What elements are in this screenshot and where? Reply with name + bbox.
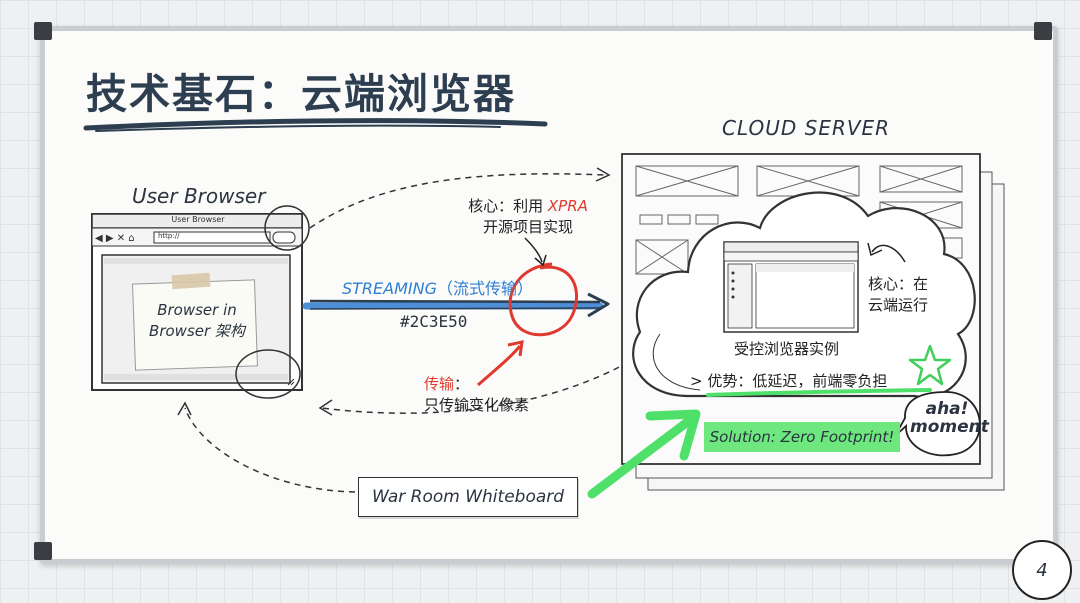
- transfer-note: 传输： 只传输变化像素: [424, 374, 529, 416]
- board-corner-top-right: [1034, 22, 1052, 40]
- green-arrow: [587, 415, 695, 499]
- green-star: [908, 344, 952, 386]
- war-room-whiteboard-label: War Room Whiteboard: [358, 477, 578, 517]
- title-underline: [83, 118, 548, 131]
- core-note-prefix: 核心：利用: [468, 197, 544, 215]
- board-corner-top-left: [34, 22, 52, 40]
- address-bar-text: http://: [158, 232, 180, 240]
- streaming-label: STREAMING（流式传输）: [342, 275, 533, 299]
- advantage-text: > 优势：低延迟，前端零负担: [690, 372, 888, 390]
- user-browser-label: User Browser: [132, 184, 266, 208]
- aha-moment-text: aha! moment: [910, 399, 989, 437]
- svg-text:◀ ▶ ✕ ⌂: ◀ ▶ ✕ ⌂: [95, 233, 135, 244]
- color-code-label: #2C3E50: [400, 312, 468, 331]
- xpra-arrow: [524, 237, 543, 263]
- transfer-note-colon: ：: [454, 375, 470, 393]
- instance-label: 受控浏览器实例: [734, 340, 840, 358]
- circle-bottom-right: [235, 349, 301, 399]
- sticky-note-text: Browser in Browser 架构: [149, 301, 245, 340]
- aha-bubble: [894, 391, 981, 457]
- streaming-label-en: STREAMING: [342, 279, 437, 298]
- dashed-arrow-to-user: [321, 299, 706, 414]
- curved-arrow-core: [871, 244, 906, 263]
- board-corner-bottom-left: [34, 542, 52, 560]
- slide-title: 技术基石：云端浏览器: [86, 70, 516, 118]
- dashed-arrow-whiteboard: [184, 407, 356, 493]
- dashed-arrow-to-cloud: [309, 173, 606, 229]
- streaming-arrow-dark: [309, 299, 601, 304]
- solution-highlight: Solution: Zero Footprint!: [704, 422, 900, 452]
- core-note-highlight: XPRA: [547, 197, 588, 215]
- red-circle: [508, 262, 578, 337]
- circle-top-right: [264, 205, 310, 251]
- cloud-side-note: 核心：在云端运行: [868, 275, 929, 314]
- core-note-suffix: 开源项目实现: [482, 218, 573, 236]
- sticky-note: [132, 272, 258, 371]
- transfer-note-highlight: 传输: [424, 375, 455, 393]
- transfer-note-line2: 只传输变化像素: [424, 396, 530, 414]
- red-arrow: [477, 345, 522, 387]
- core-note: 核心：利用 XPRA 开源项目实现: [448, 196, 608, 238]
- advantage-underline: [706, 388, 932, 397]
- page-number: 4: [1012, 540, 1072, 600]
- cloud-server-label: CLOUD SERVER: [722, 116, 891, 140]
- controlled-browser-instance: [723, 241, 859, 333]
- streaming-label-cn: （流式传输）: [437, 279, 534, 298]
- browser-window-title: User Browser: [171, 215, 225, 224]
